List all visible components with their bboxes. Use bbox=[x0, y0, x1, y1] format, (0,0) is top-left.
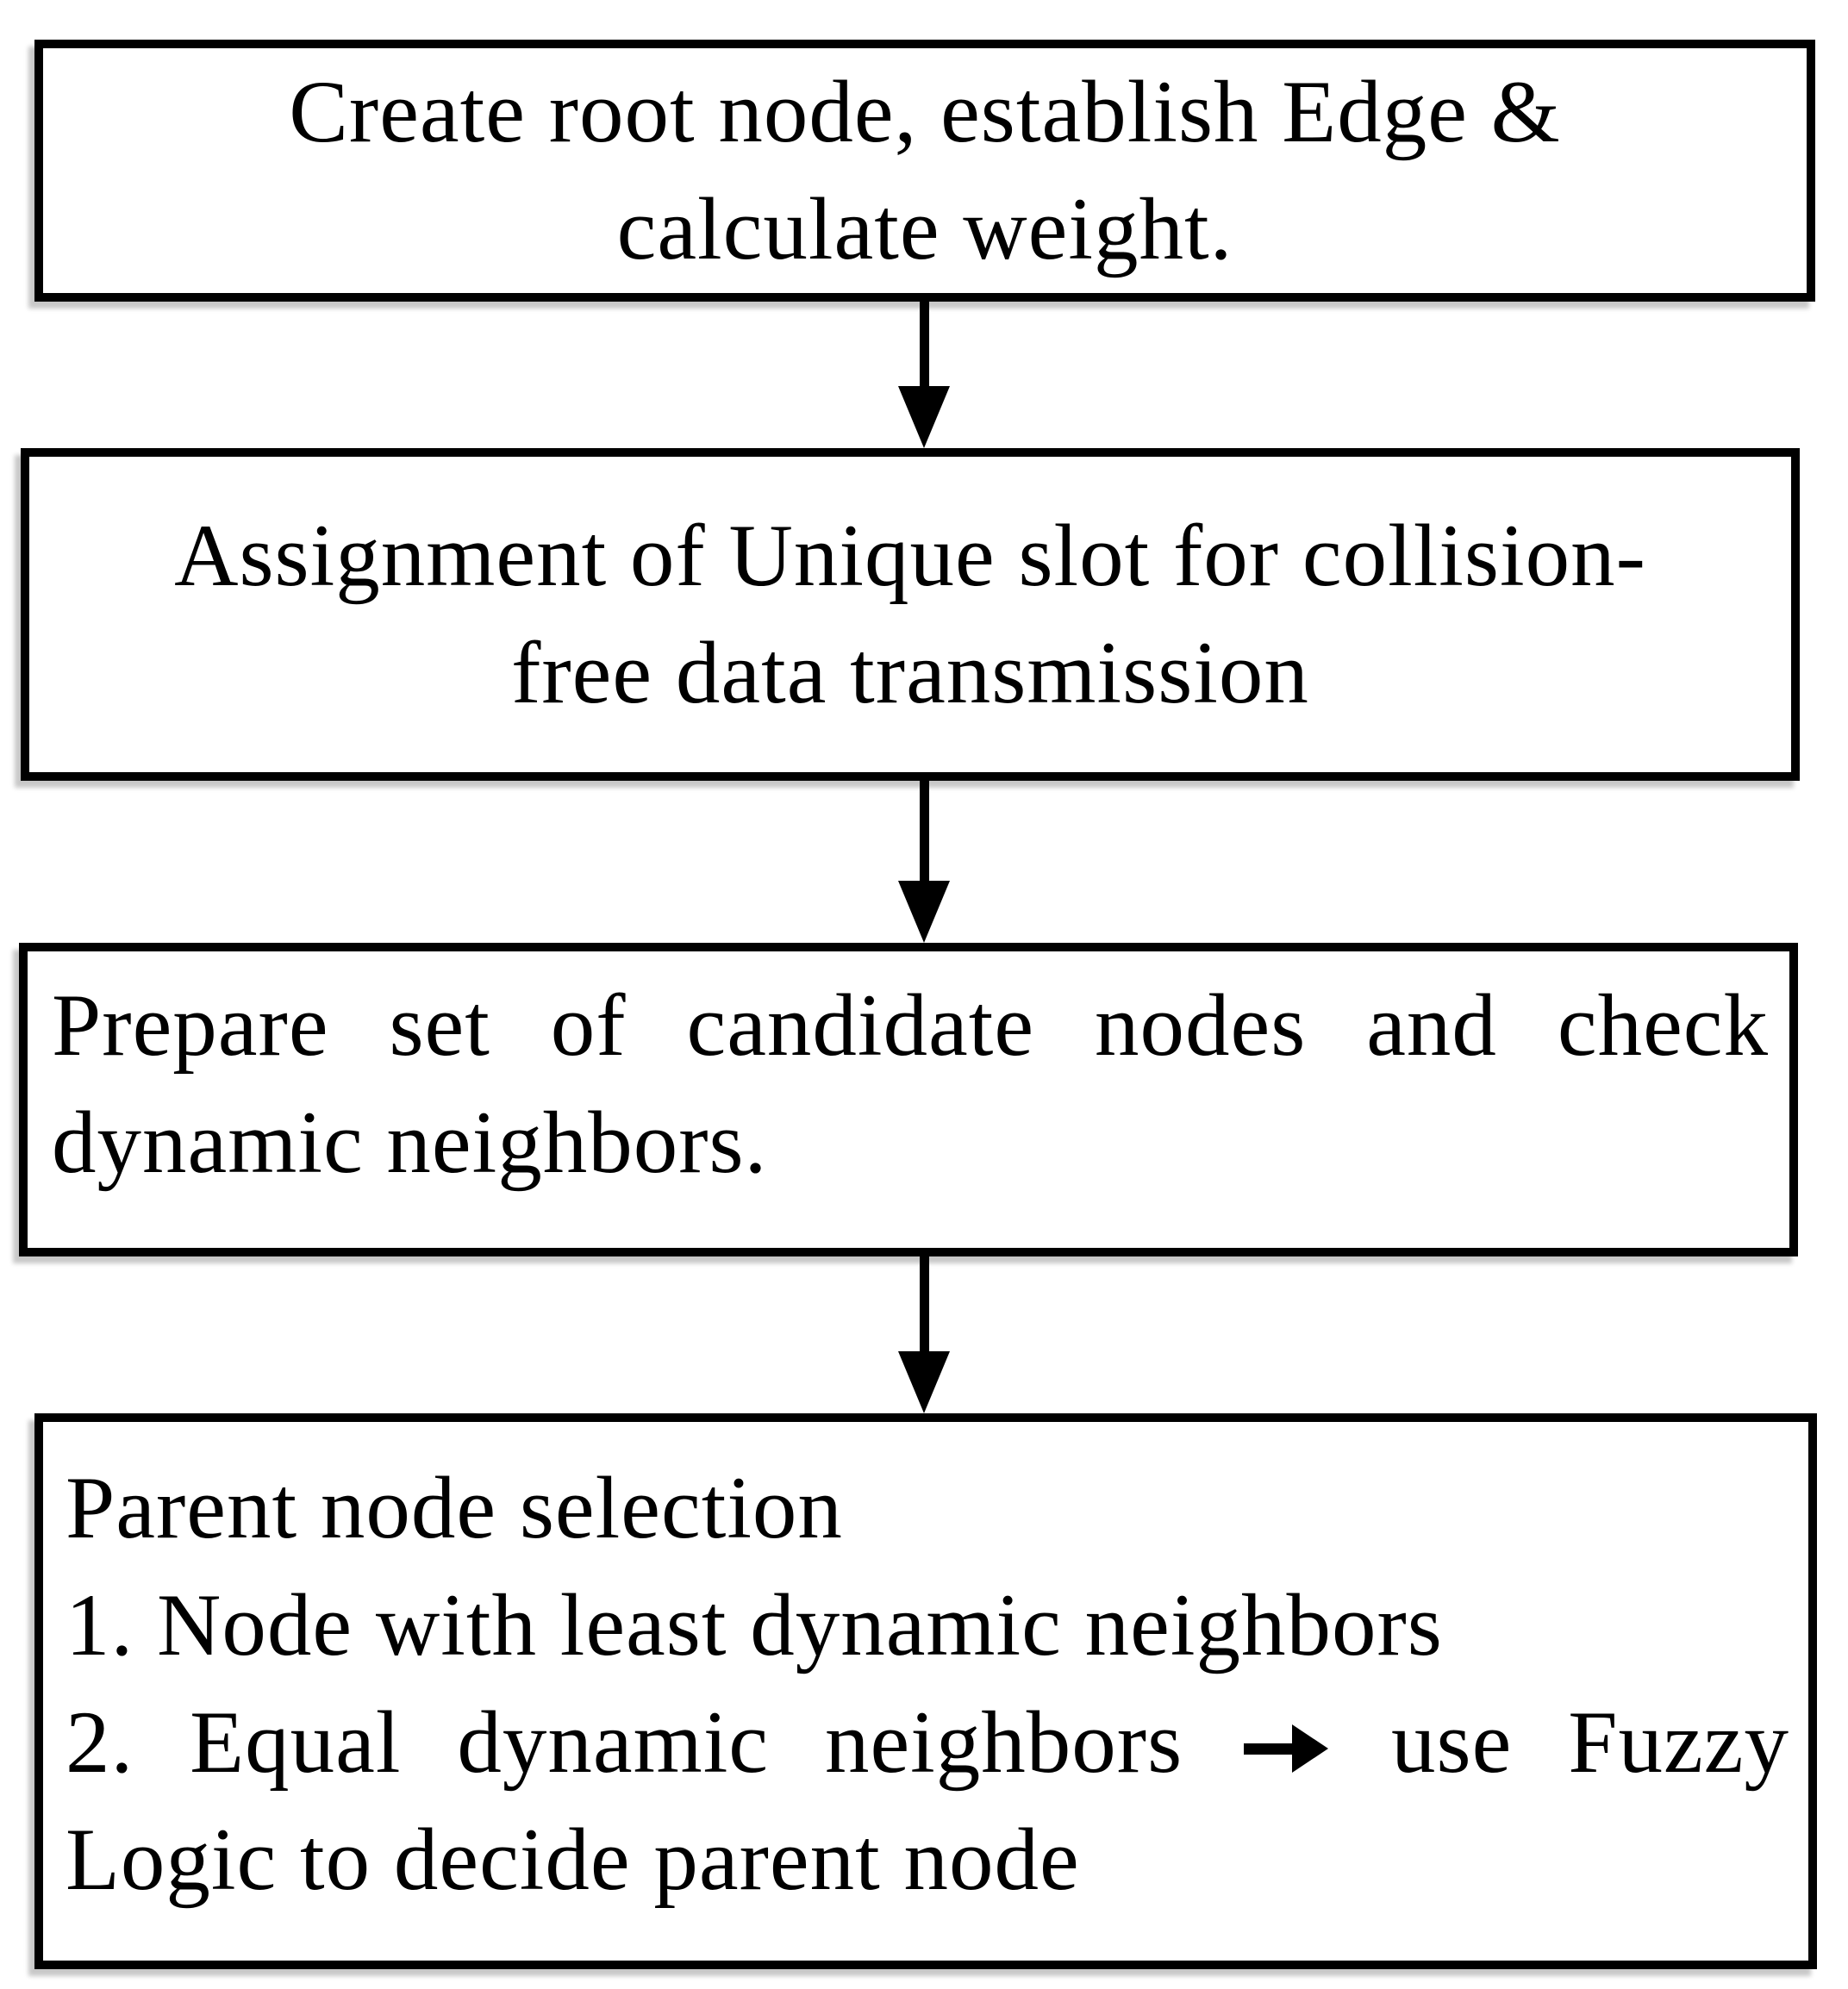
box4-line3-before-arrow: 2. Equal dynamic neighbors bbox=[66, 1693, 1183, 1792]
down-arrow-head bbox=[898, 881, 950, 943]
down-arrow-stem bbox=[919, 300, 929, 386]
box1-line2: calculate weight. bbox=[616, 180, 1233, 278]
flow-box-parent-node-selection: Parent node selection 1. Node with least… bbox=[34, 1413, 1817, 1969]
box4-line3-after-arrow: use Fuzzy bbox=[1391, 1693, 1789, 1792]
box2-line2: free data transmission bbox=[511, 624, 1309, 722]
down-arrow-icon bbox=[897, 1255, 951, 1413]
flow-box-unique-slot-assignment: Assignment of Unique slot for collision-… bbox=[21, 448, 1800, 781]
down-arrow-stem bbox=[919, 1255, 929, 1351]
down-arrow-stem bbox=[919, 779, 929, 881]
flow-box-create-root-node: Create root node, establish Edge & calcu… bbox=[34, 40, 1815, 302]
down-arrow-head bbox=[898, 1351, 950, 1413]
down-arrow-icon bbox=[897, 779, 951, 943]
box4-line2: 1. Node with least dynamic neighbors bbox=[66, 1576, 1443, 1674]
box4-line4: Logic to decide parent node bbox=[66, 1811, 1080, 1909]
flow-box-candidate-nodes: Prepare set of candidate nodes and check… bbox=[19, 943, 1798, 1256]
box4-line3: 2. Equal dynamic neighbors use Fuzzy bbox=[66, 1684, 1789, 1801]
box2-line1: Assignment of Unique slot for collision- bbox=[174, 507, 1646, 605]
box3-line2: dynamic neighbors. bbox=[52, 1094, 768, 1192]
box1-line1: Create root node, establish Edge & bbox=[289, 63, 1561, 161]
box4-line1: Parent node selection bbox=[66, 1459, 843, 1557]
right-arrow-icon bbox=[1244, 1724, 1329, 1773]
box3-line1: Prepare set of candidate nodes and check bbox=[52, 976, 1769, 1075]
down-arrow-head bbox=[898, 386, 950, 448]
down-arrow-icon bbox=[897, 300, 951, 448]
